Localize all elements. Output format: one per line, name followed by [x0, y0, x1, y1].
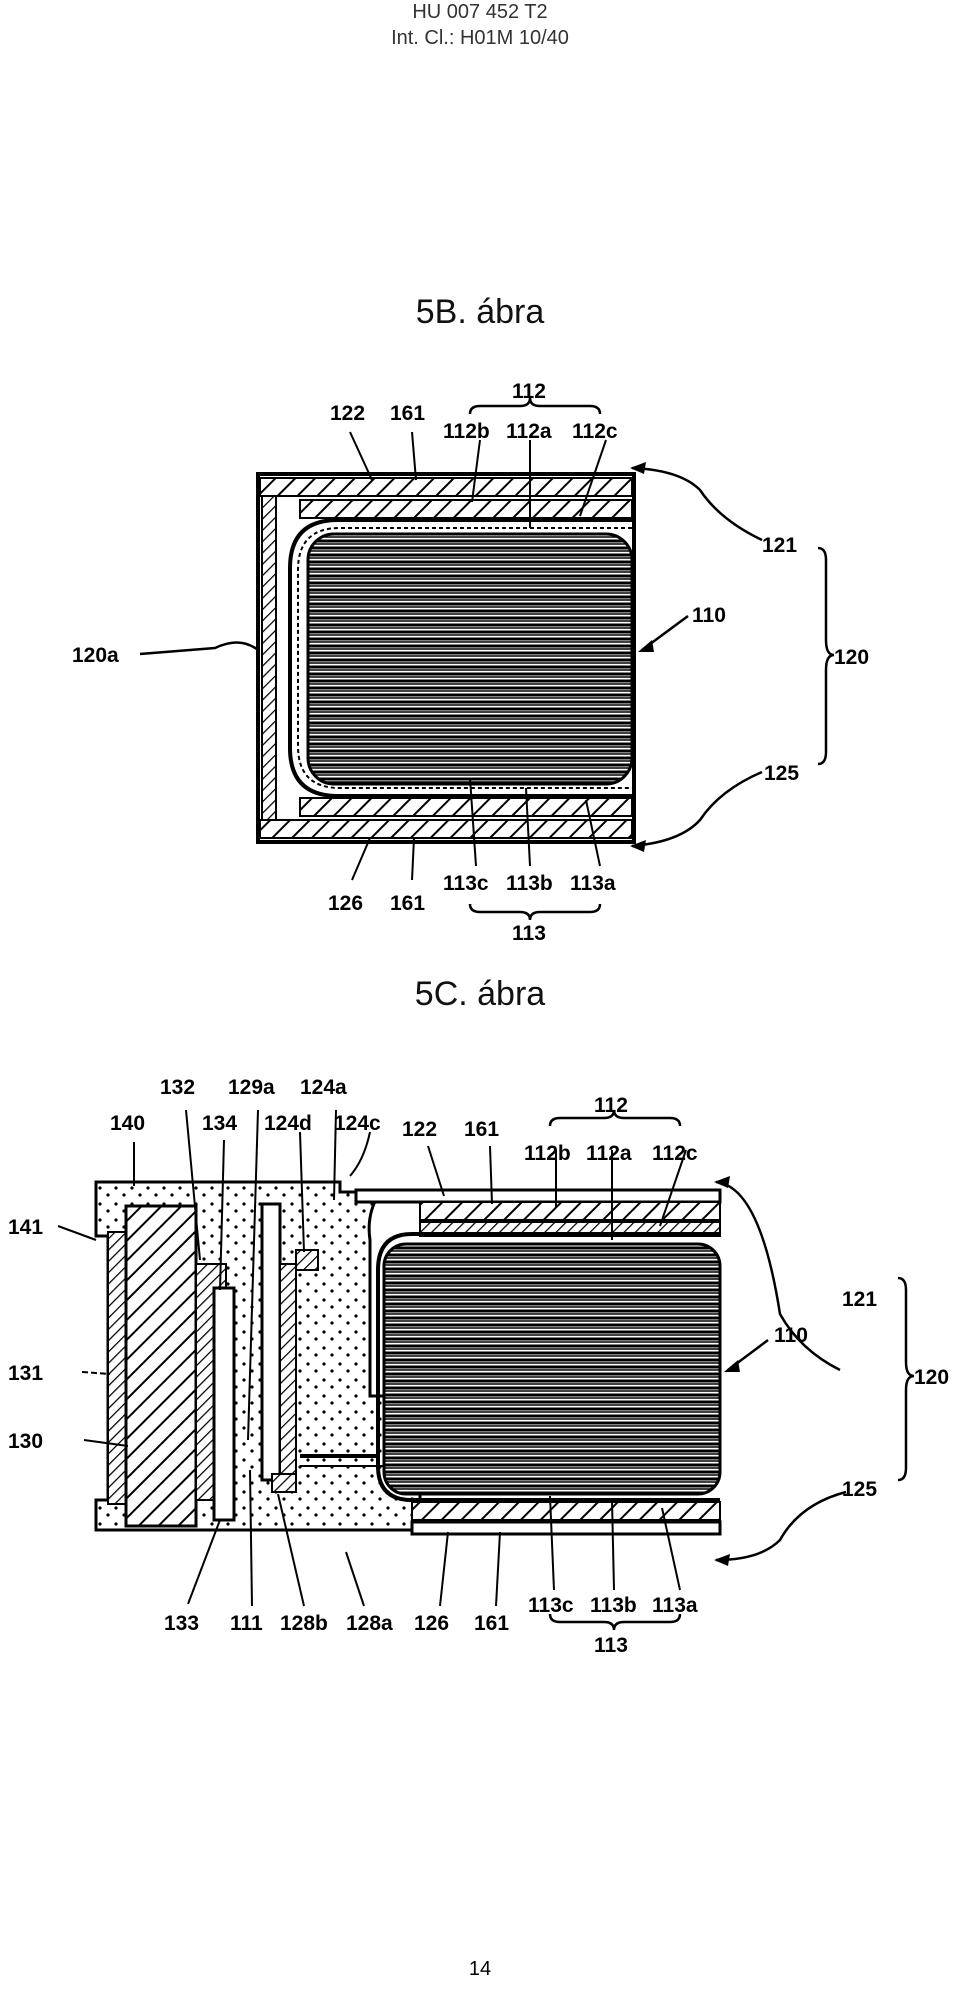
electrode-assembly-5c: [382, 1242, 722, 1496]
label-161-top: 161: [390, 402, 425, 425]
label-128a: 128a: [346, 1612, 393, 1635]
label-113b: 113b: [506, 872, 553, 895]
label-129a: 129a: [228, 1076, 275, 1099]
label-120a: 120a: [72, 644, 119, 667]
label-121: 121: [762, 534, 797, 557]
label-120: 120: [834, 646, 869, 669]
figure-5b-title: 5B. ábra: [415, 293, 545, 331]
electrode-assembly-5b: [306, 532, 634, 786]
label-125: 125: [842, 1478, 877, 1501]
label-128b: 128b: [280, 1612, 328, 1635]
patent-number: HU 007 452 T2: [412, 1, 548, 23]
label-121: 121: [842, 1288, 877, 1311]
label-161-top: 161: [464, 1118, 499, 1141]
label-113a: 113a: [570, 872, 616, 895]
label-125: 125: [764, 762, 799, 785]
label-112a: 112a: [506, 420, 552, 443]
label-141: 141: [8, 1216, 43, 1239]
label-126: 126: [414, 1612, 449, 1635]
lead-129a: [260, 1202, 282, 1482]
label-113c: 113c: [443, 872, 489, 895]
label-131: 131: [8, 1362, 43, 1385]
pcm-130: [124, 1204, 198, 1528]
figure-5c-title: 5C. ábra: [414, 975, 546, 1013]
label-112b: 112b: [443, 420, 490, 443]
classification: Int. Cl.: H01M 10/40: [391, 27, 569, 49]
label-113: 113: [594, 1634, 628, 1657]
label-122: 122: [402, 1118, 437, 1141]
label-161-bottom: 161: [474, 1612, 509, 1635]
pcm-131: [107, 1231, 127, 1505]
label-132: 132: [160, 1076, 195, 1099]
label-110: 110: [692, 604, 726, 627]
label-124d: 124d: [264, 1112, 312, 1135]
label-113b: 113b: [590, 1594, 637, 1617]
figure-5c-drawing: 132 129a 124a 140 134 124d 124c 122 161 …: [8, 1076, 949, 1657]
label-122: 122: [330, 402, 365, 425]
label-161-bottom: 161: [390, 892, 425, 915]
label-112a: 112a: [586, 1142, 632, 1165]
label-120: 120: [914, 1366, 949, 1389]
label-113: 113: [512, 922, 546, 945]
label-112c: 112c: [652, 1142, 698, 1165]
label-112b: 112b: [524, 1142, 571, 1165]
label-113a: 113a: [652, 1594, 698, 1617]
label-110: 110: [774, 1324, 808, 1347]
label-124a: 124a: [300, 1076, 347, 1099]
label-133: 133: [164, 1612, 199, 1635]
label-112c: 112c: [572, 420, 618, 443]
label-126: 126: [328, 892, 363, 915]
label-112: 112: [594, 1094, 628, 1117]
figure-5b-drawing: 122 161 112 112b 112a 112c 121 110 120 1…: [72, 380, 869, 945]
label-111: 111: [230, 1612, 263, 1635]
label-124c: 124c: [334, 1112, 381, 1135]
label-113c: 113c: [528, 1594, 574, 1617]
page-number: 14: [468, 1958, 492, 1980]
label-140: 140: [110, 1112, 145, 1135]
label-112: 112: [512, 380, 546, 403]
label-130: 130: [8, 1430, 43, 1453]
label-134: 134: [202, 1112, 237, 1135]
